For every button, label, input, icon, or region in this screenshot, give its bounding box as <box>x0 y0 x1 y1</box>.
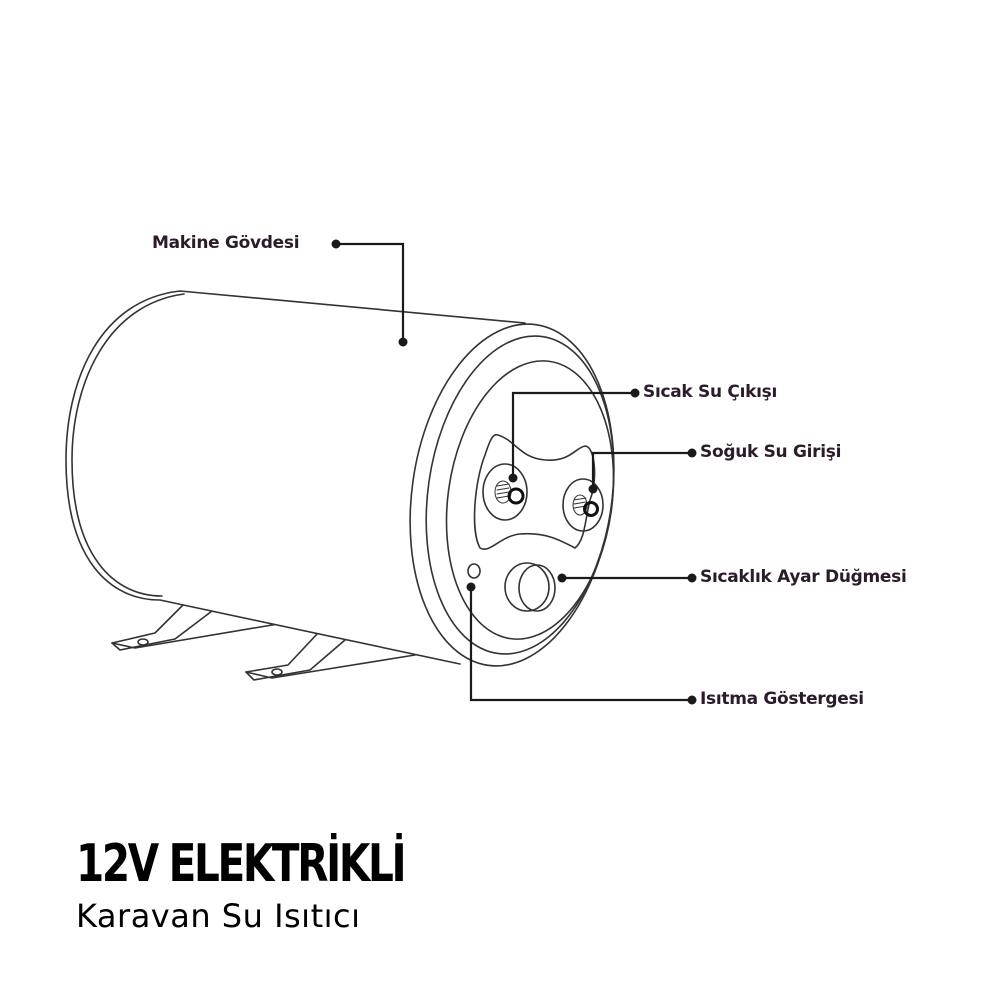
hot-water-outlet <box>482 463 528 521</box>
product-title: 12V ELEKTRİKLİ <box>76 834 407 894</box>
callout-thermostat-label: Sıcaklık Ayar Düğmesi <box>700 567 907 587</box>
callout-dots <box>331 239 697 705</box>
heater-body <box>65 290 526 665</box>
mounting-foot-right <box>245 632 416 681</box>
cold-water-inlet <box>562 478 604 532</box>
callout-body-label: Makine Gövdesi <box>152 233 300 253</box>
product-subtitle: Karavan Su Isıtıcı <box>76 897 361 935</box>
callout-hot-water-outlet-label: Sıcak Su Çıkışı <box>643 382 777 402</box>
mounting-foot-left <box>111 602 291 651</box>
callout-indicator-label: Isıtma Göstergesi <box>700 689 864 709</box>
heating-indicator-light <box>467 563 481 579</box>
callout-cold-water-inlet-label: Soğuk Su Girişi <box>700 442 842 462</box>
thermostat-knob <box>504 562 556 612</box>
